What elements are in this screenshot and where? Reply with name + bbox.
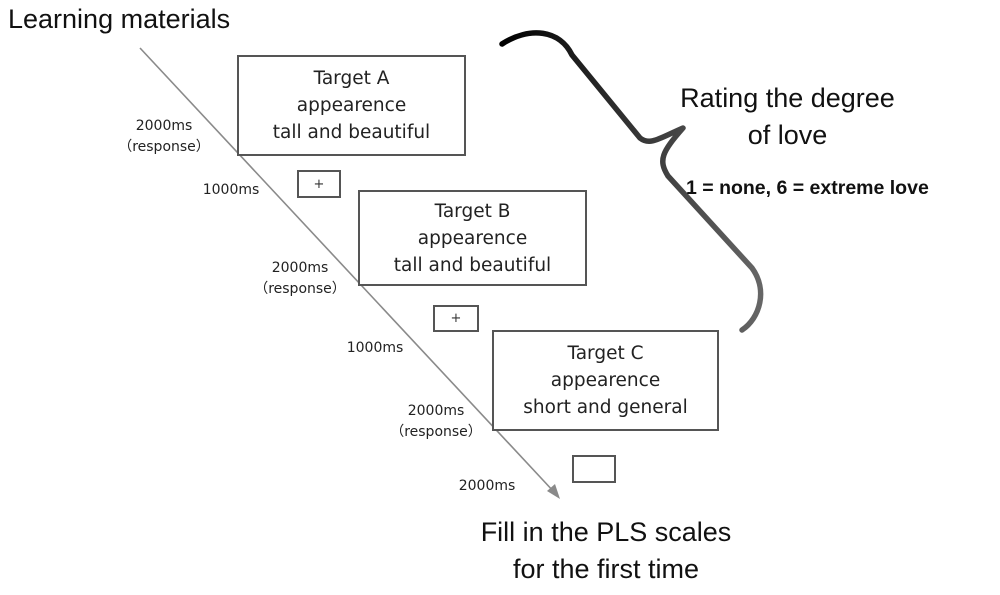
- target-a-box: Target A appearence tall and beautiful: [237, 55, 466, 156]
- target-a-label: Target A: [313, 68, 390, 89]
- timeline-arrow-line: [139, 47, 556, 494]
- blank-screen-box: [572, 455, 616, 483]
- blank-screen-duration: 2000ms: [458, 478, 516, 494]
- trial-2-duration-note: （response）: [254, 281, 346, 297]
- trial-1-duration: 2000ms （response）: [104, 116, 224, 158]
- trial-1-duration-value: 2000ms: [135, 118, 193, 134]
- rating-instruction: Rating the degree of love: [655, 80, 920, 154]
- target-b-label: Target B: [434, 200, 511, 222]
- rating-scale: 1 = none, 6 = extreme love: [686, 177, 929, 199]
- fixation-1-box: +: [297, 170, 341, 198]
- fixation-2-duration: 1000ms: [346, 340, 404, 356]
- target-b-description: tall and beautiful: [393, 254, 552, 276]
- timeline-arrowhead: [547, 484, 560, 499]
- trial-1-duration-note: （response）: [118, 139, 210, 155]
- trial-3-duration-value: 2000ms: [407, 403, 465, 419]
- target-c-attribute: appearence: [550, 370, 661, 391]
- fixation-2-cross: +: [450, 311, 462, 326]
- rating-line-1: Rating the degree: [680, 83, 895, 113]
- target-b-box: Target B appearence tall and beautiful: [358, 190, 587, 286]
- target-b-attribute: appearence: [417, 227, 528, 249]
- target-c-label: Target C: [567, 343, 644, 364]
- target-a-description: tall and beautiful: [272, 122, 431, 143]
- fixation-2-box: +: [433, 305, 479, 332]
- trial-3-duration-note: （response）: [390, 424, 482, 440]
- target-c-description: short and general: [523, 397, 688, 418]
- target-c-box: Target C appearence short and general: [492, 330, 719, 431]
- final-line-2: for the first time: [512, 554, 700, 584]
- trial-2-duration: 2000ms （response）: [240, 258, 360, 300]
- target-a-attribute: appearence: [296, 95, 407, 116]
- diagram-title: Learning materials: [8, 4, 231, 34]
- fixation-1-cross: +: [313, 176, 325, 192]
- fixation-1-duration: 1000ms: [202, 182, 260, 198]
- final-line-1: Fill in the PLS scales: [480, 517, 732, 547]
- trial-2-duration-value: 2000ms: [271, 260, 329, 276]
- trial-3-duration: 2000ms （response）: [376, 401, 496, 443]
- curly-brace: [499, 30, 764, 333]
- rating-line-2: of love: [747, 120, 828, 150]
- final-step: Fill in the PLS scales for the first tim…: [430, 514, 782, 588]
